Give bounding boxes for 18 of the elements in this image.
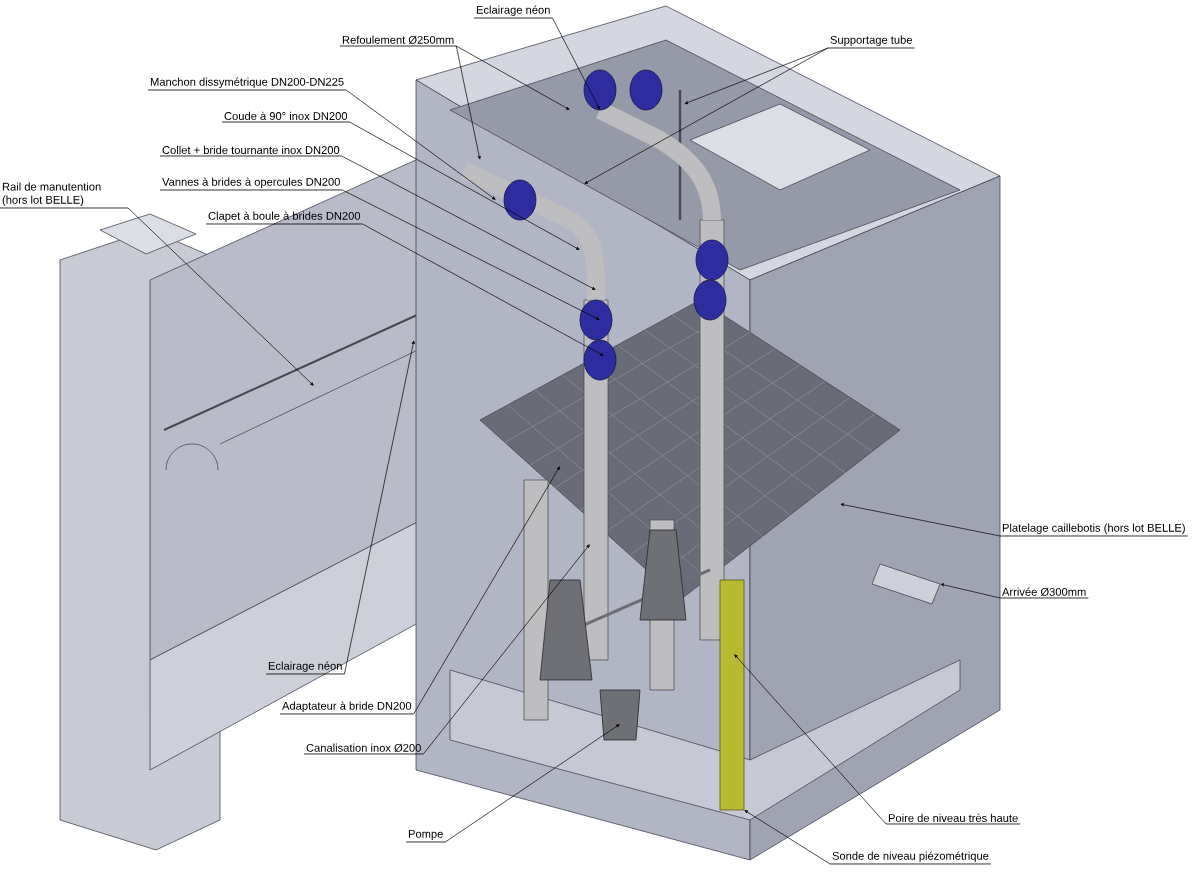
leader-line bbox=[445, 724, 620, 843]
leader-line bbox=[552, 17, 600, 110]
leader-line bbox=[684, 47, 829, 105]
leader-line bbox=[345, 89, 496, 200]
leader-line bbox=[744, 810, 831, 865]
leader-line bbox=[940, 583, 1001, 599]
leader-line bbox=[840, 503, 1001, 537]
leader-line bbox=[455, 45, 481, 160]
leader-line bbox=[734, 654, 887, 825]
leader-line bbox=[413, 466, 560, 715]
leader-line bbox=[455, 45, 570, 110]
leader-line bbox=[127, 207, 314, 386]
leader-line bbox=[342, 189, 600, 320]
leader-line bbox=[349, 121, 580, 250]
leader-line bbox=[584, 47, 829, 184]
leader-line bbox=[341, 155, 596, 290]
leader-line bbox=[423, 544, 590, 755]
leader-line bbox=[362, 223, 604, 356]
